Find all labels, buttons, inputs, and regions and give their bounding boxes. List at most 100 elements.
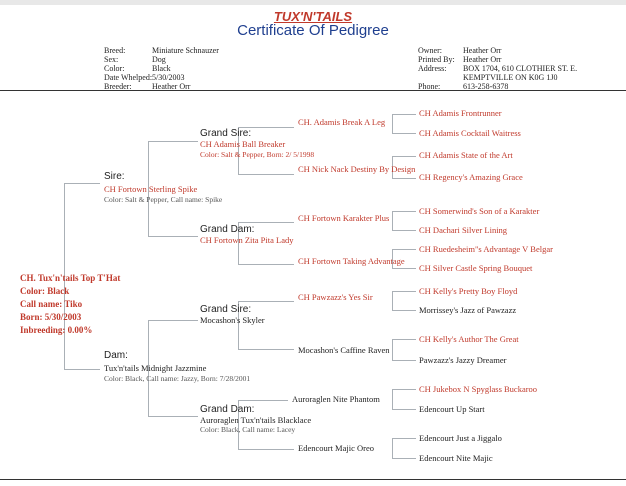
connector-line — [238, 449, 294, 450]
dam-details: Color: Black, Call name: Jazzy, Born: 7/… — [104, 374, 251, 383]
great-grand-sire: CH Fortown Karakter Plus — [298, 213, 390, 223]
dam-label: Dam: — [104, 350, 128, 361]
connector-line — [148, 141, 149, 236]
grand-sire-label: Grand Sire: — [200, 304, 252, 315]
info-label: Sex: — [104, 55, 119, 64]
info-label: Breeder: — [104, 82, 132, 91]
connector-line — [392, 339, 393, 360]
connector-line — [392, 339, 416, 340]
gen4-ancestor: CH Jukebox N Spyglass Buckaroo — [419, 384, 538, 394]
connector-line — [392, 438, 393, 458]
info-label: Breed: — [104, 46, 126, 55]
connector-line — [148, 320, 149, 416]
header-divider — [0, 90, 626, 91]
connector-line — [392, 360, 416, 361]
gen4-ancestor: CH Adamis State of the Art — [419, 150, 513, 160]
gen4-ancestor: Morrissey's Jazz of Pawzazz — [419, 305, 517, 315]
dam-name: Tux'n'tails Midnight Jazzmine — [104, 363, 207, 373]
certificate-title: Certificate Of Pedigree — [237, 22, 389, 39]
connector-line — [392, 178, 416, 179]
info-value: BOX 1704, 610 CLOTHIER ST. E. — [463, 64, 578, 73]
connector-line — [238, 127, 239, 174]
info-value: Miniature Schnauzer — [152, 46, 219, 55]
grand-sire-label: Grand Sire: — [200, 128, 252, 139]
great-grand-sire: CH. Adamis Break A Leg — [298, 117, 386, 127]
scan-top-strip — [0, 0, 626, 5]
connector-line — [238, 349, 294, 350]
info-value: KEMPTVILLE ON K0G 1J0 — [463, 73, 558, 82]
grand-dam-label: Grand Dam: — [200, 404, 255, 415]
grand-sire-details: Color: Salt & Pepper, Born: 2/ 5/1998 — [200, 150, 315, 159]
connector-line — [392, 291, 416, 292]
gen4-ancestor: CH Adamis Cocktail Waitress — [419, 128, 521, 138]
gen4-ancestor: CH Regency's Amazing Grace — [419, 172, 523, 182]
connector-line — [392, 409, 416, 410]
connector-line — [392, 211, 416, 212]
connector-line — [392, 268, 416, 269]
connector-line — [148, 416, 198, 417]
connector-line — [392, 114, 416, 115]
connector-line — [392, 310, 416, 311]
gen4-ancestor: CH Ruedesheim"s Advantage V Belgar — [419, 244, 553, 254]
connector-line — [392, 249, 416, 250]
connector-line — [64, 183, 65, 369]
dog-name: CH. Tux'n'tails Top T'Hat — [20, 273, 121, 283]
connector-line — [392, 230, 416, 231]
gen4-ancestor: Edencourt Just a Jiggalo — [419, 433, 502, 443]
gen4-ancestor: CH Silver Castle Spring Bouquet — [419, 263, 533, 273]
connector-line — [392, 156, 393, 178]
footer-divider — [0, 479, 626, 480]
connector-line — [148, 320, 198, 321]
gen4-ancestor: Edencourt Nite Majic — [419, 453, 493, 463]
info-value: 5/30/2003 — [152, 73, 185, 82]
great-grand-dam: CH Nick Nack Destiny By Design — [298, 164, 416, 174]
connector-line — [238, 222, 239, 264]
grand-dam-details: Color: Black, Call name: Lacey — [200, 425, 296, 434]
grand-sire-name: CH Adamis Ball Breaker — [200, 139, 286, 149]
info-value: 613-258-6378 — [463, 82, 509, 91]
connector-line — [238, 264, 294, 265]
brand-title: TUX'N'TAILS — [273, 9, 353, 24]
connector-line — [392, 438, 416, 439]
connector-line — [238, 174, 294, 175]
connector-line — [238, 127, 294, 128]
info-value: Heather Orr — [152, 82, 191, 91]
connector-line — [392, 291, 393, 310]
dog-call-name: Call name: Tiko — [20, 299, 83, 309]
sire-name: CH Fortown Sterling Spike — [104, 184, 198, 194]
great-grand-dam: CH Fortown Taking Advantage — [298, 256, 405, 266]
info-label: Address: — [418, 64, 447, 73]
great-grand-dam: Mocashon's Caffine Raven — [298, 345, 390, 355]
info-label — [418, 73, 455, 82]
great-grand-sire: Auroraglen Nite Phantom — [292, 394, 380, 404]
dog-summary: CH. Tux'n'tails Top T'Hat Color: Black C… — [20, 272, 120, 337]
grand-dam-name: Auroraglen Tux'n'tails Blacklace — [200, 415, 312, 425]
right-info-labels: Owner: Printed By: Address: Phone: — [418, 46, 455, 91]
info-label: Color: — [104, 64, 125, 73]
left-info-values: Miniature Schnauzer Dog Black 5/30/2003 … — [152, 46, 219, 91]
connector-line — [392, 389, 393, 409]
great-grand-sire: CH Pawzazz's Yes Sir — [298, 292, 373, 302]
grand-dam-label: Grand Dam: — [200, 224, 255, 235]
info-value: Black — [152, 64, 171, 73]
info-value: Heather Orr — [463, 46, 502, 55]
gen4-ancestor: Pawzazz's Jazzy Dreamer — [419, 355, 507, 365]
grand-dam-name: CH Fortown Zita Pita Lady — [200, 235, 294, 245]
dog-color: Color: Black — [20, 286, 70, 296]
connector-line — [392, 458, 416, 459]
gen4-ancestor: CH Kelly's Pretty Boy Floyd — [419, 286, 518, 296]
info-label: Owner: — [418, 46, 442, 55]
connector-line — [392, 249, 393, 268]
connector-line — [392, 211, 393, 230]
gen4-ancestor: CH Adamis Frontrunner — [419, 108, 502, 118]
grand-sire-name: Mocashon's Skyler — [200, 315, 265, 325]
connector-line — [64, 369, 100, 370]
info-label: Date Whelped: — [104, 73, 153, 82]
connector-line — [64, 183, 100, 184]
gen4-ancestor: Edencourt Up Start — [419, 404, 485, 414]
connector-line — [238, 400, 239, 449]
connector-line — [392, 133, 416, 134]
gen4-ancestor: CH Somerwind's Son of a Karakter — [419, 206, 540, 216]
connector-line — [392, 114, 393, 133]
connector-line — [238, 400, 288, 401]
